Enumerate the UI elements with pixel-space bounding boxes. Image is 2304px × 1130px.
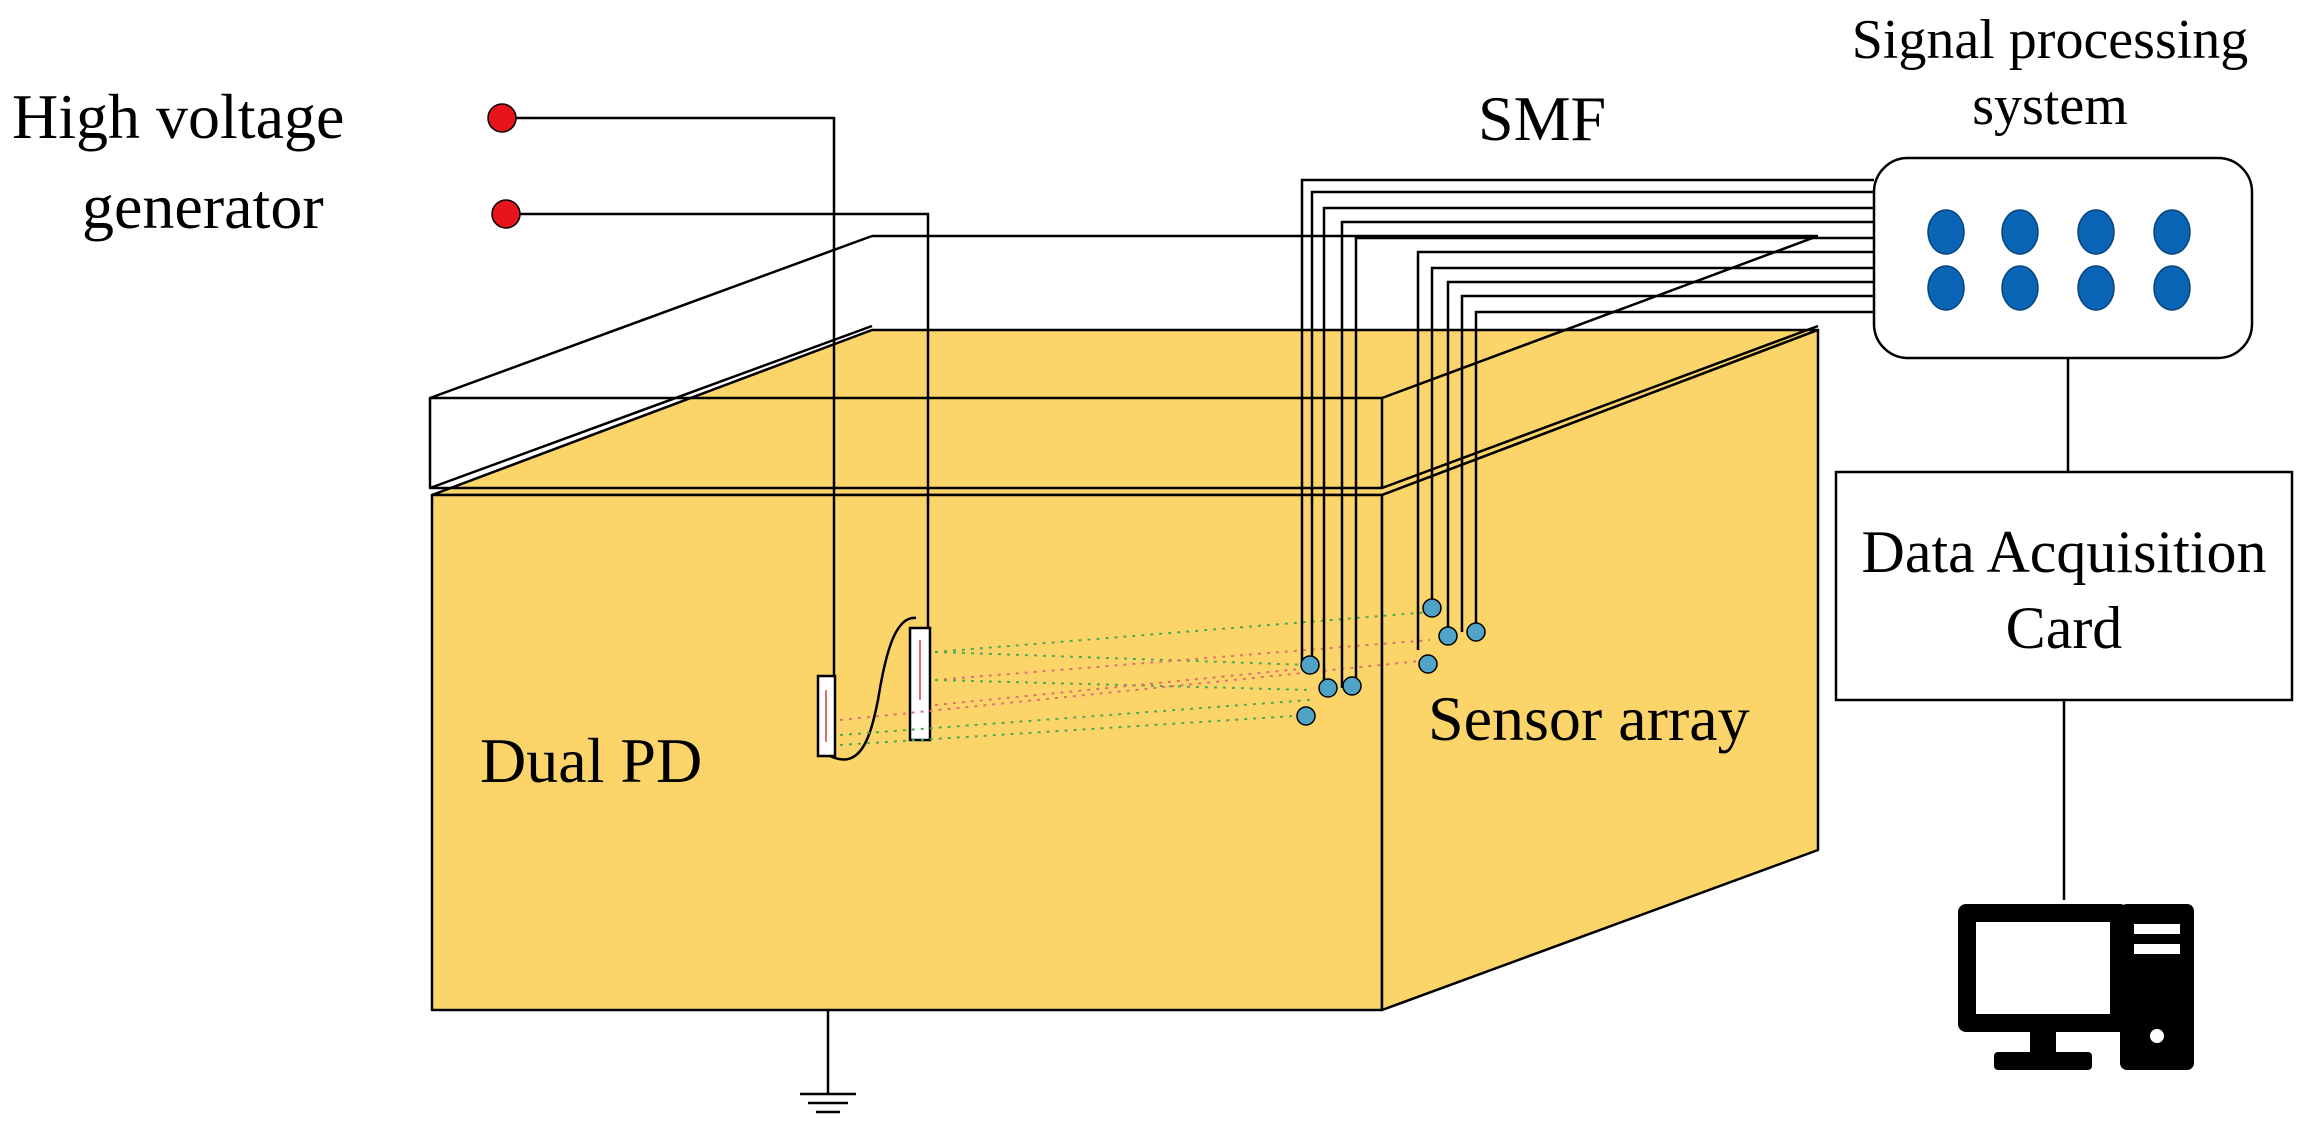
sensor [1466,622,1486,642]
sensor [1438,626,1458,646]
sensor [1296,706,1316,726]
sps-ports [1927,209,2191,311]
sensor-array [1296,598,1486,726]
sensor [1300,655,1320,675]
daq-label-line2: Card [2006,595,2123,661]
sensor [1318,678,1338,698]
computer [1958,904,2194,1070]
sensor-array-label: Sensor array [1428,683,1750,754]
signal-paths [839,611,1431,746]
tank [430,328,1820,1012]
sps-box [1872,156,2254,360]
smf-fibers [1300,178,1874,688]
hv-label-line2: generator [82,171,324,242]
hv-label-line1: High voltage [12,81,344,152]
daq-label-line1: Data Acquisition [1862,519,2267,585]
sensor [1342,676,1362,696]
sps-label-line1: Signal processing [1852,9,2249,71]
sensor [1422,598,1442,618]
hv-terminal-1 [487,103,517,133]
dual-pd: Dual PD [480,616,932,796]
dual-pd-label: Dual PD [480,725,702,796]
tank-side-face [1380,328,1820,1012]
sps-label-line2: system [1972,75,2128,137]
monitor-icon [1958,904,2128,1070]
hv-terminal-2 [491,199,521,229]
hv-generator: High voltage generator [12,81,930,676]
ground-icon [800,1010,856,1114]
hv-wire-2 [520,212,930,628]
pd-connecting-wire [829,616,917,761]
smf-label: SMF [1478,83,1606,154]
signal-processing-system: Signal processing system [1852,9,2254,472]
sensor [1418,654,1438,674]
tank-lid [428,234,1819,490]
daq-box [1834,470,2294,702]
hv-wire-1 [516,116,836,676]
computer-tower-icon [2120,904,2194,1070]
data-acquisition-card: Data Acquisition Card [1834,470,2294,900]
